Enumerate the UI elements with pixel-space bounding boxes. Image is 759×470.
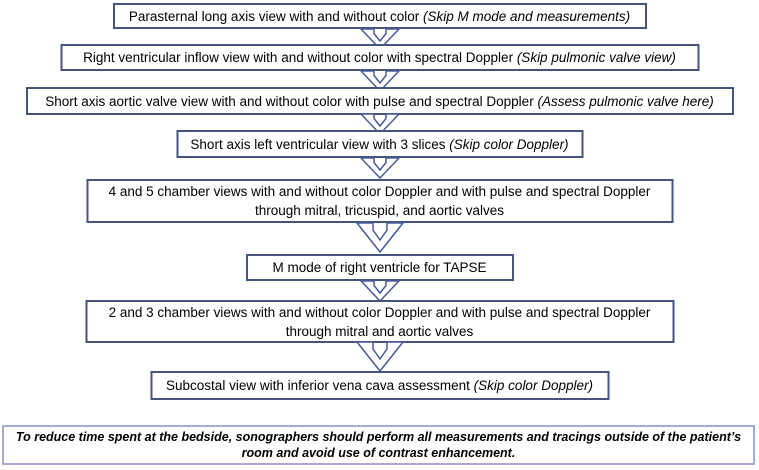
flow-step-label: 4 and 5 chamber views with and without c… xyxy=(108,184,651,218)
footnote-box: To reduce time spent at the bedside, son… xyxy=(2,425,755,465)
flow-step-rv-inflow: Right ventricular inflow view with and w… xyxy=(60,44,699,71)
flow-step-4-5-chamber: 4 and 5 chamber views with and without c… xyxy=(86,179,673,223)
flow-step-parasternal-long-axis: Parasternal long axis view with and with… xyxy=(112,3,647,29)
flow-step-short-axis-lv: Short axis left ventricular view with 3 … xyxy=(176,130,583,158)
flow-step-subcostal: Subcostal view with inferior vena cava a… xyxy=(150,371,609,400)
down-arrow-icon xyxy=(359,113,400,135)
flow-step-label: Short axis aortic valve view with and wi… xyxy=(45,93,714,109)
down-arrow-icon xyxy=(359,28,400,50)
flow-step-short-axis-aortic-valve: Short axis aortic valve view with and wi… xyxy=(25,87,734,115)
flow-step-label: Subcostal view with inferior vena cava a… xyxy=(166,378,593,393)
down-arrow-icon xyxy=(359,157,400,179)
down-arrow-icon xyxy=(359,280,400,302)
down-arrow-icon xyxy=(355,222,404,253)
flow-step-label: Right ventricular inflow view with and w… xyxy=(83,50,676,65)
flow-step-label: Short axis left ventricular view with 3 … xyxy=(190,136,569,152)
footnote-text: To reduce time spent at the bedside, son… xyxy=(15,430,742,460)
down-arrow-icon xyxy=(355,341,404,372)
flow-step-m-mode-tapse: M mode of right ventricle for TAPSE xyxy=(245,254,514,281)
flow-step-2-3-chamber: 2 and 3 chamber views with and without c… xyxy=(85,300,674,343)
flow-step-label: M mode of right ventricle for TAPSE xyxy=(272,260,487,275)
flow-step-label: Parasternal long axis view with and with… xyxy=(128,8,631,24)
flow-step-label: 2 and 3 chamber views with and without c… xyxy=(108,304,651,339)
down-arrow-icon xyxy=(359,70,400,92)
